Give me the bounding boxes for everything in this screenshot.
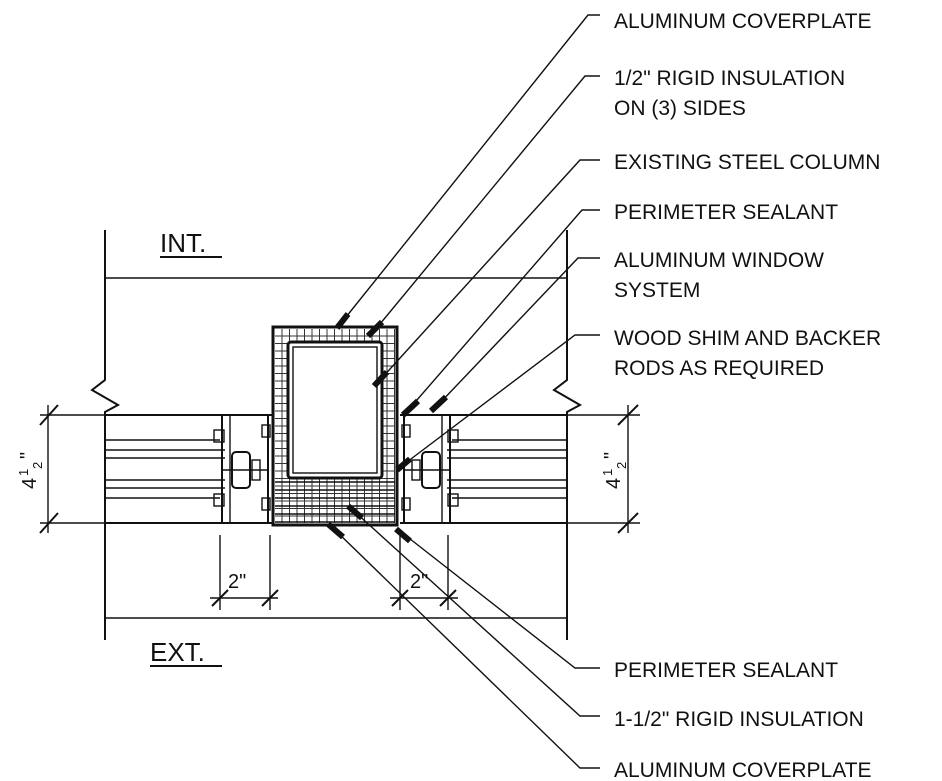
depth-unit-right: " [601,452,623,459]
exterior-tag: EXT. [150,637,205,667]
callout-labels: ALUMINUM COVERPLATE 1/2" RIGID INSULATIO… [614,10,881,781]
label-aluminum-window-line2: SYSTEM [614,279,700,302]
label-half-inch-insulation-line1: 1/2" RIGID INSULATION [614,67,845,90]
leader-ticks [326,312,449,544]
label-perimeter-sealant-bottom: PERIMETER SEALANT [614,659,838,682]
label-aluminum-window-line1: ALUMINUM WINDOW [614,249,824,272]
dimension-text-right: 4 1 2 " [600,452,629,489]
label-wood-shim-line2: RODS AS REQUIRED [614,357,824,380]
interior-tag: INT. [160,228,206,258]
label-perimeter-sealant-top: PERIMETER SEALANT [614,201,838,224]
depth-num-right: 1 [600,469,615,476]
label-wood-shim-line1: WOOD SHIM AND BACKER [614,327,881,350]
depth-den: 2 [30,462,45,469]
label-existing-steel-column: EXISTING STEEL COLUMN [614,151,880,174]
depth-whole-right: 4 [603,478,625,489]
column-assembly [271,325,399,527]
leader-lines [334,14,600,769]
depth-num: 1 [16,469,31,476]
left-window-frame [105,414,271,524]
label-aluminum-coverplate-top: ALUMINUM COVERPLATE [614,10,872,33]
dimension-left-gap [210,535,279,610]
depth-den-right: 2 [614,462,629,469]
label-half-inch-insulation-line2: ON (3) SIDES [614,97,746,120]
label-aluminum-coverplate-bottom: ALUMINUM COVERPLATE [614,759,872,781]
label-one-half-inch-insulation: 1-1/2" RIGID INSULATION [614,708,864,731]
depth-whole: 4 [19,478,41,489]
dimension-text-left: 4 1 2 " [16,452,45,489]
depth-unit: " [17,452,39,459]
dimension-right-depth [567,404,640,534]
gap-dimension-right: 2" [410,571,428,593]
right-window-frame [401,414,567,524]
dimension-left-depth [39,404,105,534]
gap-dimension-left: 2" [228,571,246,593]
dimension-right-gap [390,535,458,610]
